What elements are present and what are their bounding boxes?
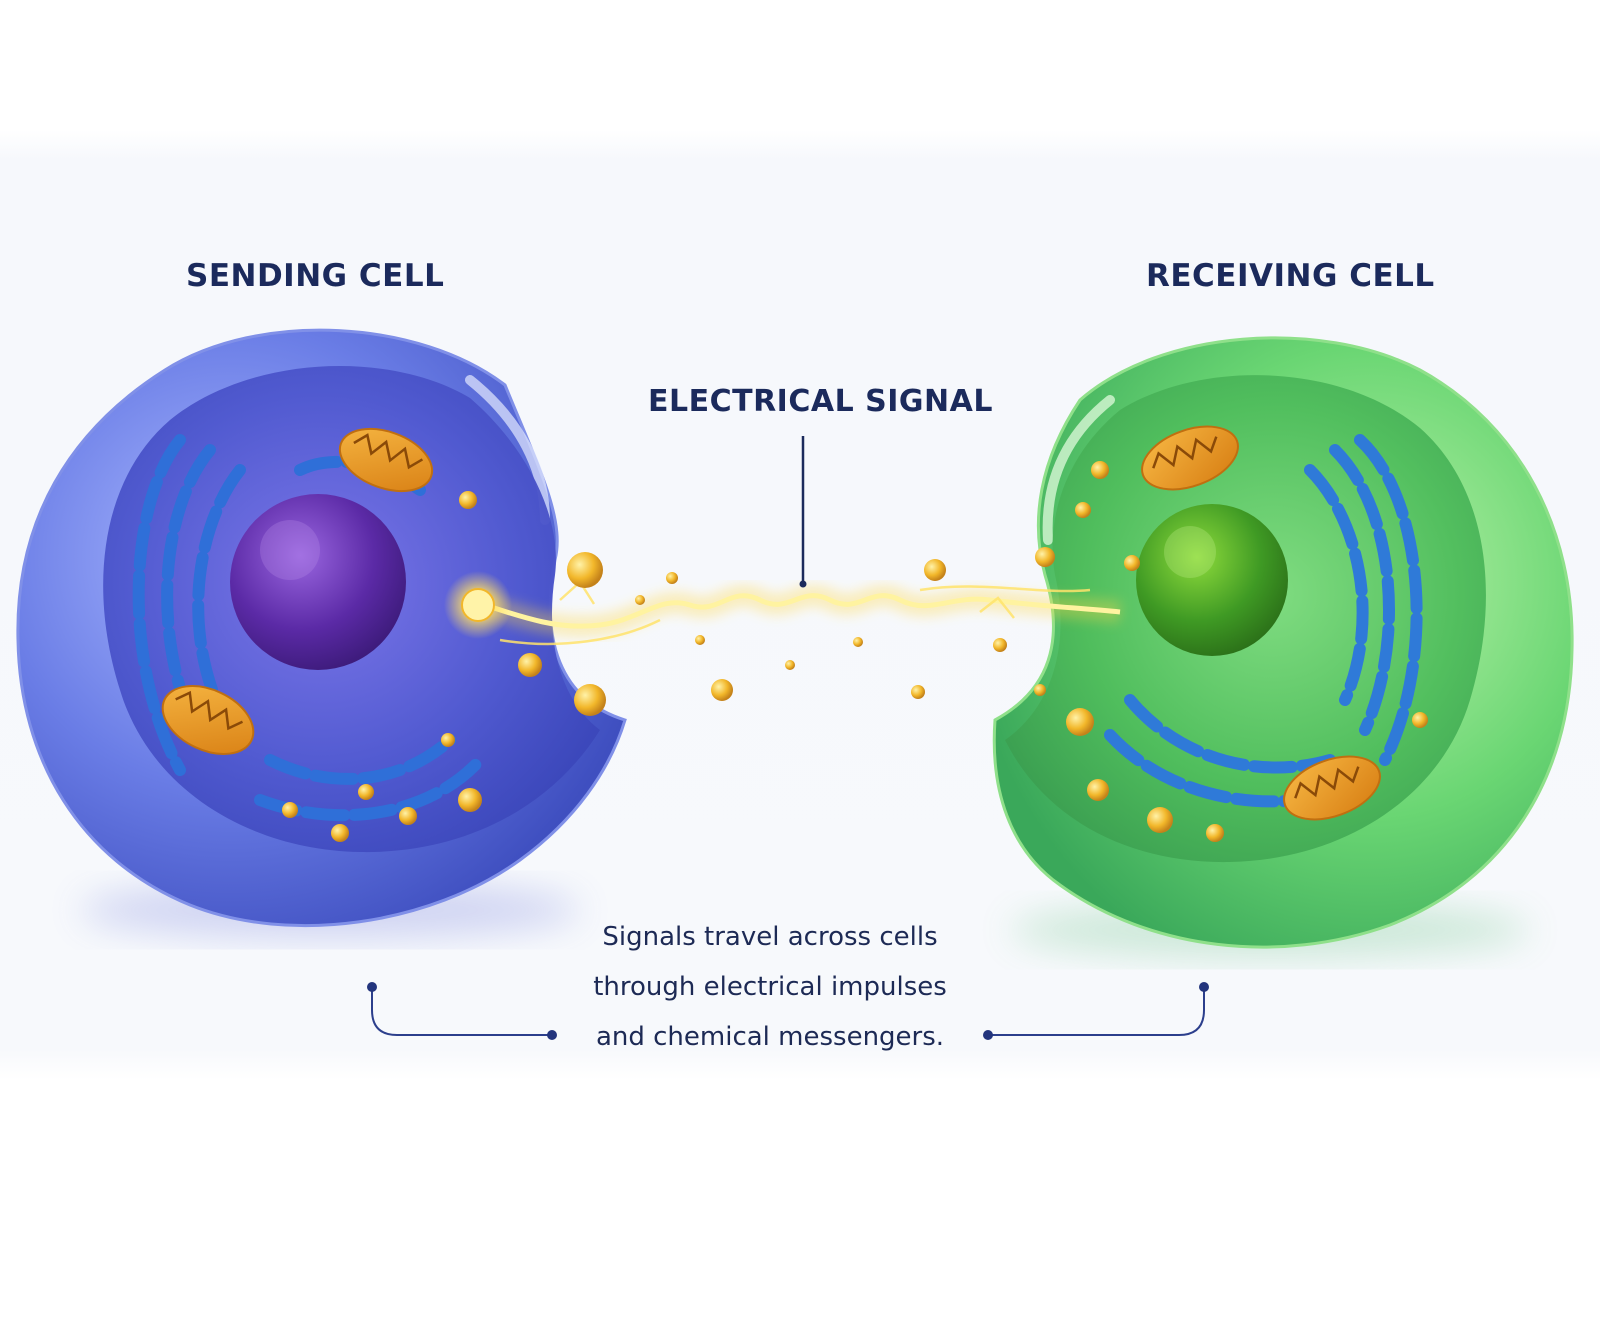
mitochondrion-sending-top bbox=[338, 427, 434, 493]
caption-line: through electrical impulses bbox=[593, 972, 947, 1002]
chemical-messengers bbox=[282, 461, 1428, 842]
caption-connectors bbox=[371, 988, 1205, 1036]
mitochondrion-sending-bottom bbox=[161, 685, 255, 755]
sending-cell-label: SENDING CELL bbox=[186, 258, 445, 294]
endoplasmic-reticulum-sending bbox=[132, 434, 486, 822]
nucleus-sending bbox=[230, 494, 406, 670]
nucleus-receiving bbox=[1136, 504, 1288, 656]
caption-line: and chemical messengers. bbox=[595, 1022, 945, 1052]
caption-line: Signals travel across cells bbox=[602, 922, 938, 952]
electrical-signal-label: ELECTRICAL SIGNAL bbox=[648, 384, 993, 419]
electrical-signal bbox=[444, 571, 1122, 646]
endoplasmic-reticulum-receiving bbox=[1104, 434, 1423, 808]
sending-cell bbox=[16, 328, 627, 938]
receiving-cell bbox=[992, 336, 1574, 958]
mitochondrion-receiving-top bbox=[1141, 425, 1239, 491]
receiving-cell-label: RECEIVING CELL bbox=[1146, 258, 1435, 294]
mitochondrion-receiving-bottom bbox=[1283, 755, 1381, 821]
caption: Signals travel across cells through elec… bbox=[560, 912, 980, 1062]
